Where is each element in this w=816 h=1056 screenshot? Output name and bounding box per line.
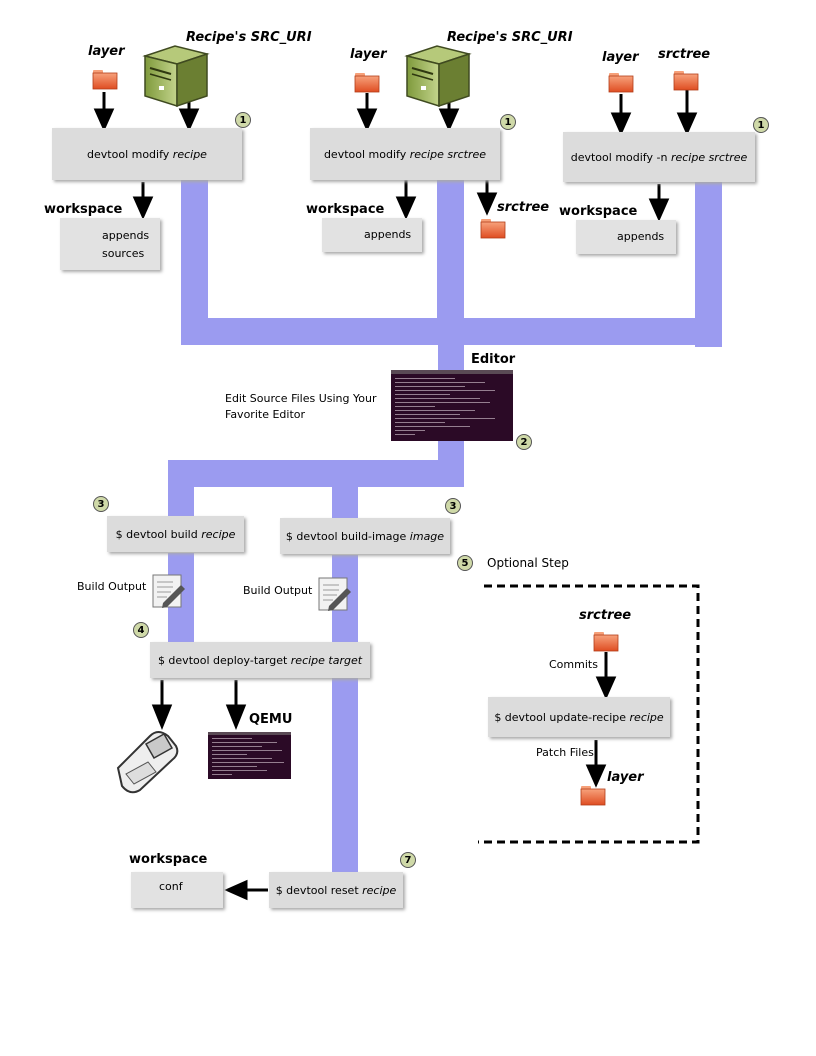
build-command-box: $ devtool build recipe [107,516,244,552]
cmd-arg: recipe [172,147,207,161]
patch-files-label: Patch Files [536,746,594,759]
workspace-box: appends [322,218,422,252]
step-badge: 4 [133,622,149,638]
cmd-arg: recipe target [290,653,363,667]
workspace-label: workspace [559,204,638,219]
step-badge: 7 [400,852,416,868]
step-badge: 3 [445,498,461,514]
cmd-text: devtool modify -n [570,150,668,164]
input-label: layer [88,44,125,59]
document-icon [152,574,186,609]
editor-title: Editor [471,352,516,367]
build-output-label: Build Output [243,584,313,597]
input-label: layer [602,50,639,65]
srctree-label: srctree [579,608,632,623]
server-icon [144,45,208,107]
document-icon [318,577,352,612]
editor-caption-line2: Favorite Editor [225,408,306,421]
update-recipe-command-box: $ devtool update-recipe recipe [488,697,670,737]
modify-command-box: devtool modify recipe [52,128,242,180]
cmd-arg: recipe [629,710,664,724]
step-badge: 1 [500,114,516,130]
terminal-icon [391,370,513,441]
step-badge: 3 [93,496,109,512]
workspace-item: appends [617,230,665,243]
cmd-text: $ devtool reset [275,883,359,897]
server-icon [406,45,470,107]
qemu-label: QEMU [249,712,293,727]
srctree-label: srctree [497,200,550,215]
arrows [93,90,698,901]
reset-command-box: $ devtool reset recipe [269,872,403,908]
cmd-text: $ devtool build [115,527,198,541]
step-badge: 2 [516,434,532,450]
workspace-label: workspace [44,202,123,217]
workspace-item: appends [102,229,150,242]
cmd-text: $ devtool deploy-target [157,653,288,667]
commits-label: Commits [549,658,598,671]
cmd-text: devtool modify [323,147,407,161]
cmd-arg: recipe [201,527,236,541]
cmd-arg: image [409,529,445,543]
cmd-text: $ devtool update-recipe [494,710,627,724]
cmd-text: devtool modify [87,147,170,161]
workspace-item: conf [159,880,183,893]
cmd-arg: recipe srctree [409,147,487,161]
optional-region [478,584,700,844]
optional-step-label: Optional Step [487,556,569,570]
workspace-box: appends sources [60,218,160,270]
modify-command-box: devtool modify -n recipe srctree [563,132,755,182]
step-badge: 1 [753,117,769,133]
build-image-command-box: $ devtool build-image image [280,518,450,554]
step-badge: 1 [235,112,251,128]
cmd-arg: recipe srctree [670,150,748,164]
modify-command-box: devtool modify recipe srctree [310,128,500,180]
workspace-item: appends [364,228,412,241]
workspace-box: appends [576,220,676,254]
input-label: layer [350,47,387,62]
cmd-arg: recipe [362,883,397,897]
terminal-icon [208,732,291,779]
build-output-label: Build Output [77,580,147,593]
input-label: Recipe's SRC_URI [186,30,312,45]
workspace-label: workspace [129,852,208,867]
phone-icon [116,731,179,794]
cmd-text: $ devtool build-image [285,529,407,543]
workspace-box: conf [131,872,223,908]
input-label: srctree [658,47,711,62]
input-label: Recipe's SRC_URI [447,30,573,45]
editor-caption-line1: Edit Source Files Using Your [225,392,377,405]
workspace-label: workspace [306,202,385,217]
workspace-item: sources [102,247,145,260]
deploy-command-box: $ devtool deploy-target recipe target [150,642,370,678]
layer-label: layer [607,770,644,785]
step-badge: 5 [457,555,473,571]
